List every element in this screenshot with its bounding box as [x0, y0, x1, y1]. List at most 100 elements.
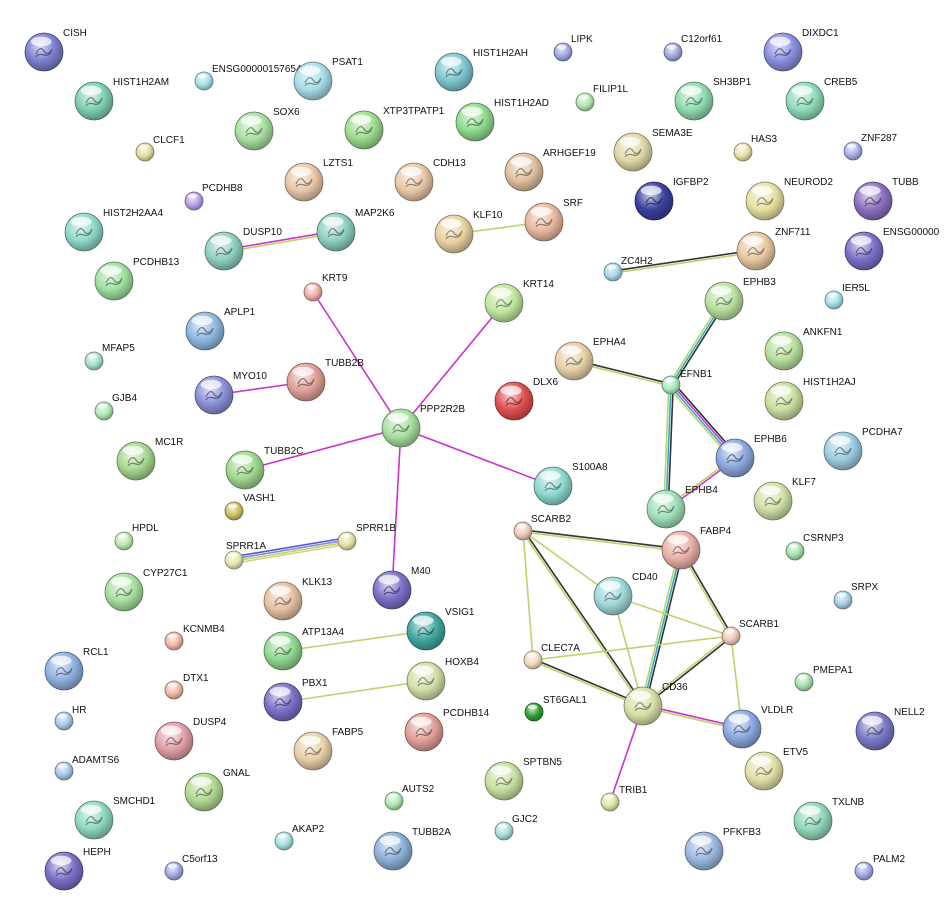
node-ankfn1[interactable]: ANKFN1 — [764, 327, 843, 371]
node-hoxb4[interactable]: HOXB4 — [406, 657, 479, 701]
node-zc4h2[interactable]: ZC4H2 — [603, 256, 653, 282]
node-pbx1[interactable]: PBX1 — [263, 678, 328, 722]
node-tubb2a[interactable]: TUBB2A — [373, 827, 451, 871]
node-has3[interactable]: HAS3 — [733, 134, 778, 162]
node-znf287[interactable]: ZNF287 — [843, 133, 898, 161]
node-znf711[interactable]: ZNF711 — [736, 227, 811, 271]
node-vldlr[interactable]: VLDLR — [722, 705, 793, 749]
node-rcl1[interactable]: RCL1 — [44, 647, 109, 691]
node-dlx6[interactable]: DLX6 — [494, 377, 558, 421]
node-dusp4[interactable]: DUSP4 — [154, 717, 227, 761]
node-cdh13[interactable]: CDH13 — [394, 158, 466, 202]
node-epha4[interactable]: EPHA4 — [554, 337, 626, 381]
node-clec7a[interactable]: CLEC7A — [523, 643, 580, 670]
node-klk13[interactable]: KLK13 — [263, 577, 332, 621]
node-ier5l[interactable]: IER5L — [824, 283, 870, 310]
node-clcf1[interactable]: CLCF1 — [135, 135, 185, 162]
node-klf7[interactable]: KLF7 — [753, 477, 816, 521]
node-vash1[interactable]: VASH1 — [224, 493, 275, 521]
node-cd36[interactable]: CD36 — [623, 682, 688, 726]
node-dusp10[interactable]: DUSP10 — [204, 227, 282, 271]
node-cyp27c1[interactable]: CYP27C1 — [104, 568, 188, 612]
node-psat1[interactable]: PSAT1 — [293, 57, 363, 101]
node-cish[interactable]: CISH — [24, 28, 87, 72]
node-lzts1[interactable]: LZTS1 — [284, 158, 353, 202]
node-efnb1[interactable]: EFNB1 — [661, 369, 713, 395]
node-klf10[interactable]: KLF10 — [434, 210, 503, 254]
node-tubb2b[interactable]: TUBB2B — [286, 358, 364, 402]
node-hist1h2am[interactable]: HIST1H2AM — [74, 77, 169, 121]
node-pcdhb13[interactable]: PCDHB13 — [94, 257, 180, 301]
node-sprr1a[interactable]: SPRR1A — [224, 541, 266, 570]
node-tubb[interactable]: TUBB — [853, 177, 919, 221]
node-s100a8[interactable]: S100A8 — [533, 462, 608, 506]
node-ppp2r2b[interactable]: PPP2R2B — [381, 404, 465, 448]
node-m40[interactable]: M40 — [372, 566, 431, 610]
node-pfkfb3[interactable]: PFKFB3 — [684, 827, 761, 871]
node-pcdhb8[interactable]: PCDHB8 — [184, 183, 243, 211]
node-ensg00000157654[interactable]: ENSG00000157654 — [194, 64, 302, 91]
node-pcdhb14[interactable]: PCDHB14 — [404, 708, 490, 752]
node-heph[interactable]: HEPH — [44, 847, 111, 891]
node-atp13a4[interactable]: ATP13A4 — [263, 627, 344, 671]
node-myo10[interactable]: MYO10 — [194, 371, 267, 415]
node-hist1h2ah[interactable]: HIST1H2AH — [434, 48, 528, 92]
node-akap2[interactable]: AKAP2 — [274, 824, 325, 851]
node-hist2h2aa4[interactable]: HIST2H2AA4 — [64, 208, 163, 252]
node-gjc2[interactable]: GJC2 — [494, 814, 538, 841]
node-krt14[interactable]: KRT14 — [484, 279, 554, 323]
node-kcnmb4[interactable]: KCNMB4 — [164, 624, 225, 651]
node-lipk[interactable]: LIPK — [553, 34, 593, 62]
node-scarb2[interactable]: SCARB2 — [513, 514, 571, 541]
node-gnal[interactable]: GNAL — [184, 768, 251, 812]
node-c12orf61[interactable]: C12orf61 — [663, 34, 723, 62]
node-c5orf13[interactable]: C5orf13 — [164, 854, 218, 881]
node-aplp1[interactable]: APLP1 — [185, 307, 256, 351]
node-csrnp3[interactable]: CSRNP3 — [785, 533, 844, 561]
node-auts2[interactable]: AUTS2 — [384, 784, 435, 811]
node-ensg00000[interactable]: ENSG00000 — [844, 227, 940, 271]
node-palm2[interactable]: PALM2 — [854, 854, 905, 881]
node-cd40[interactable]: CD40 — [593, 572, 658, 616]
node-vsig1[interactable]: VSIG1 — [406, 607, 475, 651]
node-sh3bp1[interactable]: SH3BP1 — [674, 77, 752, 121]
node-fabp4[interactable]: FABP4 — [661, 526, 732, 570]
node-hpdl[interactable]: HPDL — [114, 523, 159, 551]
node-hist1h2aj[interactable]: HIST1H2AJ — [764, 377, 856, 421]
node-trib1[interactable]: TRIB1 — [600, 785, 648, 812]
node-etv5[interactable]: ETV5 — [744, 747, 808, 791]
node-hr[interactable]: HR — [54, 705, 86, 731]
node-xtp3tpatp1[interactable]: XTP3TPATP1 — [344, 106, 445, 150]
node-neurod2[interactable]: NEUROD2 — [745, 177, 833, 221]
node-creb5[interactable]: CREB5 — [785, 77, 858, 121]
node-srpx[interactable]: SRPX — [833, 582, 879, 610]
node-gjb4[interactable]: GJB4 — [94, 393, 137, 421]
node-ephb4[interactable]: EPHB4 — [646, 485, 718, 529]
node-filip1l[interactable]: FILIP1L — [575, 84, 628, 112]
node-dtx1[interactable]: DTX1 — [164, 673, 209, 700]
node-igfbp2[interactable]: IGFBP2 — [634, 177, 709, 221]
node-hist1h2ad[interactable]: HIST1H2AD — [455, 98, 549, 142]
node-scarb1[interactable]: SCARB1 — [721, 619, 779, 646]
node-sptbn5[interactable]: SPTBN5 — [484, 757, 562, 801]
node-txlnb[interactable]: TXLNB — [793, 797, 865, 841]
node-sox6[interactable]: SOX6 — [234, 107, 300, 151]
node-srf[interactable]: SRF — [524, 198, 583, 242]
node-sprr1b[interactable]: SPRR1B — [337, 523, 396, 551]
node-smchd1[interactable]: SMCHD1 — [74, 796, 156, 840]
node-tubb2c[interactable]: TUBB2C — [225, 446, 303, 490]
node-sema3e[interactable]: SEMA3E — [613, 128, 693, 172]
node-mc1r[interactable]: MC1R — [116, 437, 183, 481]
node-fabp5[interactable]: FABP5 — [293, 727, 364, 771]
node-dixdc1[interactable]: DIXDC1 — [763, 28, 839, 72]
node-mfap5[interactable]: MFAP5 — [84, 343, 135, 371]
node-krt9[interactable]: KRT9 — [303, 273, 348, 302]
node-arhgef19[interactable]: ARHGEF19 — [504, 148, 596, 192]
node-adamts6[interactable]: ADAMTS6 — [54, 755, 120, 781]
node-ephb6[interactable]: EPHB6 — [715, 434, 787, 478]
node-pmepa1[interactable]: PMEPA1 — [794, 665, 853, 692]
node-ephb3[interactable]: EPHB3 — [704, 277, 776, 321]
node-pcdha7[interactable]: PCDHA7 — [823, 427, 903, 471]
node-st6gal1[interactable]: ST6GAL1 — [524, 695, 587, 722]
node-nell2[interactable]: NELL2 — [855, 707, 925, 751]
